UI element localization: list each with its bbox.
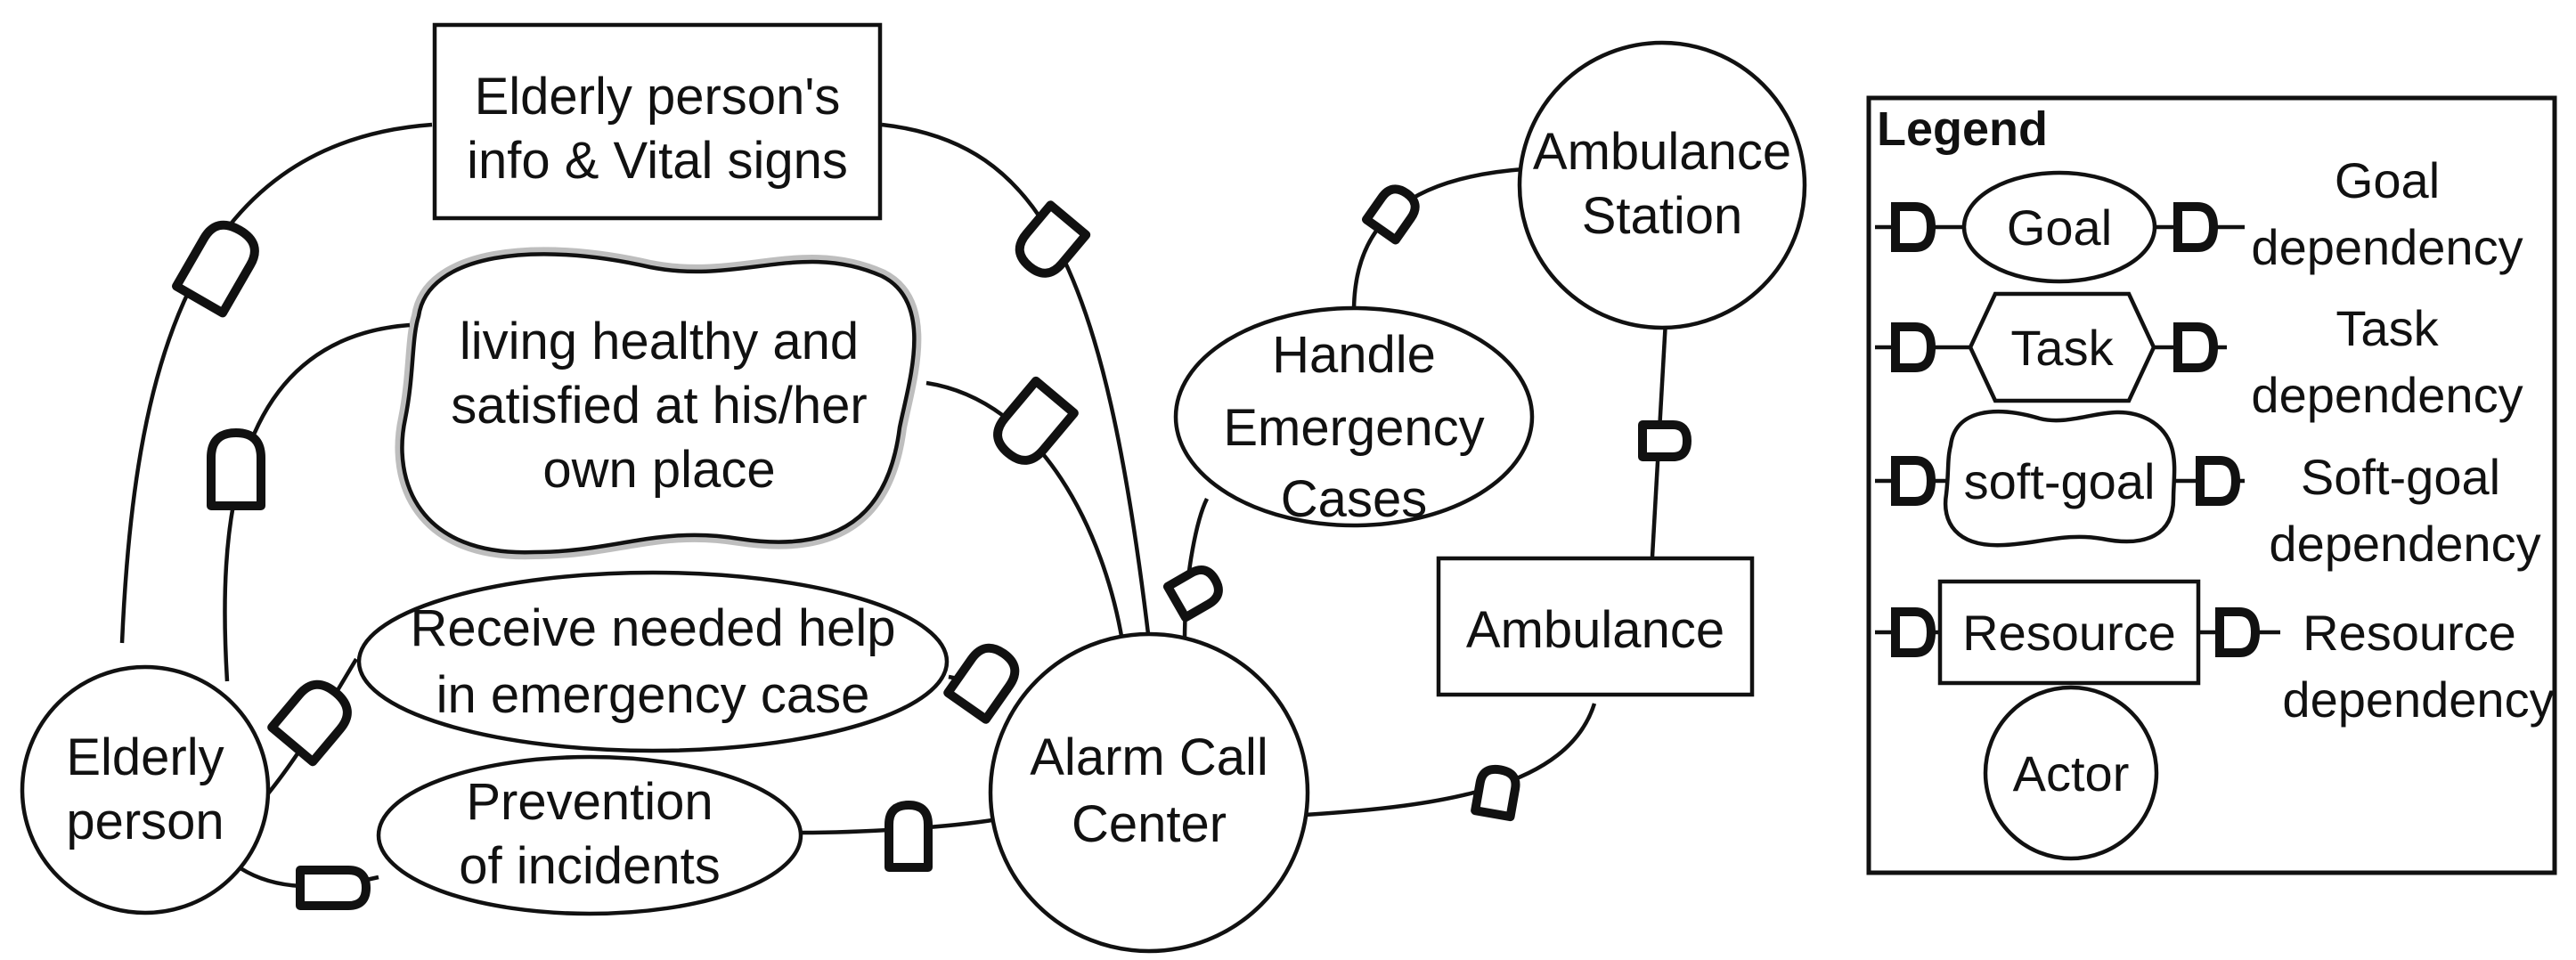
dependency-marker <box>993 376 1079 465</box>
legend-row-softgoal: soft-goal Soft-goal dependency <box>1875 409 2541 572</box>
actor-alarm-call-center: Alarm Call Center <box>988 631 1310 954</box>
link-alarm-to-ambulance <box>1304 703 1597 818</box>
node-label-line: living healthy and <box>460 313 859 370</box>
legend-row-resource: Resource Resource dependency <box>1875 579 2555 728</box>
node-label-line: own place <box>542 441 775 499</box>
legend-element-label: Task <box>2010 320 2114 376</box>
legend-dependency-marker <box>1891 322 1936 372</box>
dependency-marker <box>1471 764 1520 822</box>
legend-goal-shape <box>1961 170 2157 284</box>
legend-description-line: dependency <box>2251 219 2523 275</box>
legend-row-actor: Actor <box>1983 685 2159 861</box>
node-label-line: Elderly person's <box>475 68 841 126</box>
link-handle-to-station <box>1351 167 1524 313</box>
node-label-line: satisfied at his/her <box>451 377 867 435</box>
legend-resource-shape <box>1937 579 2201 686</box>
node-label-line: in emergency case <box>436 666 870 724</box>
actor-ambulance-station: Ambulance Station <box>1517 40 1807 330</box>
legend-row-goal: Goal Goal dependency <box>1875 152 2523 284</box>
link-info-to-alarm <box>881 122 1152 642</box>
legend-actor-shape <box>1983 685 2159 861</box>
legend: Legend Goal Goal dependency Task Task de… <box>1866 95 2557 875</box>
dependency-marker <box>1162 565 1223 622</box>
link-elderly-to-info <box>119 122 433 644</box>
legend-dependency-marker <box>1891 202 1936 252</box>
legend-dependency-marker <box>2173 322 2219 372</box>
node-label-line: Ambulance <box>1466 601 1724 659</box>
node-label-line: Alarm Call <box>1030 728 1268 786</box>
dependency-marker <box>1015 200 1091 278</box>
legend-dependency-marker <box>2196 456 2241 506</box>
softgoal-living-healthy: living healthy and satisfied at his/her … <box>395 247 922 560</box>
legend-description-line: Goal <box>2335 152 2440 208</box>
legend-description-line: dependency <box>2251 367 2523 423</box>
actor-elderly-person: Elderly person <box>20 664 271 915</box>
node-label-line: Emergency <box>1223 399 1484 457</box>
legend-element-label: Resource <box>1962 605 2176 661</box>
dependency-marker <box>884 801 933 872</box>
node-label-line: Prevention <box>466 773 713 831</box>
legend-description-line: Task <box>2336 300 2439 356</box>
node-label-line: Receive needed help <box>411 599 896 657</box>
node-label-line: person <box>66 793 224 850</box>
legend-actor-label: Actor <box>2013 745 2130 801</box>
dependency-marker <box>1638 420 1692 461</box>
legend-description-line: dependency <box>2282 671 2554 728</box>
legend-dependency-marker <box>1891 456 1936 506</box>
legend-description-line: Soft-goal <box>2301 449 2500 505</box>
dependency-markers <box>172 184 1692 910</box>
node-label-line: Station <box>1582 187 1743 245</box>
dependency-marker <box>296 866 371 910</box>
goal-prevention: Prevention of incidents <box>376 754 803 916</box>
node-label-line: Elderly <box>66 728 224 786</box>
dependency-marker <box>1361 184 1420 245</box>
dependency-marker <box>207 428 265 510</box>
link-living-to-alarm <box>925 380 1125 642</box>
node-label-line: Ambulance <box>1533 123 1791 181</box>
legend-row-task: Task Task dependency <box>1875 291 2523 423</box>
legend-dependency-marker <box>1891 607 1936 657</box>
legend-task-shape <box>1968 291 2156 403</box>
node-label-line: info & Vital signs <box>467 132 848 190</box>
goal-receive-help: Receive needed help in emergency case <box>356 570 950 753</box>
legend-softgoal-shape <box>1943 409 2177 548</box>
legend-description-line: dependency <box>2269 516 2540 572</box>
node-label-line: of incidents <box>459 837 720 895</box>
node-label-line: Handle <box>1272 326 1436 384</box>
node-label-line: Cases <box>1281 470 1427 528</box>
legend-dependency-marker <box>2215 607 2261 657</box>
goal-handle-emergency: Handle Emergency Cases <box>1173 305 1535 528</box>
resource-ambulance: Ambulance <box>1436 556 1755 697</box>
dependency-marker <box>943 643 1020 724</box>
legend-element-label: Goal <box>2007 199 2112 256</box>
node-label-line: Center <box>1072 795 1227 853</box>
legend-dependency-marker <box>2173 202 2219 252</box>
resource-info-vital-signs: Elderly person's info & Vital signs <box>432 22 883 221</box>
dependency-marker <box>172 220 259 318</box>
legend-title: Legend <box>1877 102 2048 156</box>
legend-description-line: Resource <box>2303 605 2516 661</box>
dependency-marker <box>267 679 352 767</box>
legend-element-label: soft-goal <box>1964 453 2156 509</box>
